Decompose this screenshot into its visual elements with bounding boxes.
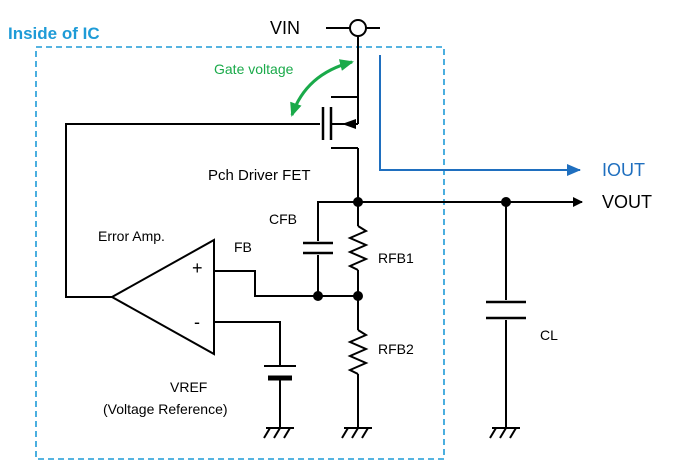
ground-icon — [489, 427, 520, 439]
vref-desc-label: (Voltage Reference) — [103, 401, 228, 417]
vin-terminal — [326, 19, 380, 97]
cl-label: CL — [540, 327, 558, 343]
gate-voltage-label: Gate voltage — [214, 61, 294, 77]
error-amplifier — [109, 238, 215, 356]
pch-driver-fet — [321, 96, 359, 202]
ic-label: Inside of IC — [8, 24, 100, 43]
rfb2-label: RFB2 — [378, 341, 414, 357]
fet-body-arrow — [342, 119, 356, 129]
gate-wire — [65, 123, 320, 298]
error-amp-label: Error Amp. — [98, 228, 165, 244]
fb-wire — [214, 270, 358, 297]
iout-label: IOUT — [602, 160, 645, 180]
cl-capacitor — [486, 202, 526, 428]
cfb-capacitor — [303, 201, 358, 296]
fb-label: FB — [234, 239, 252, 255]
rfb2-resistor — [347, 296, 369, 428]
vin-label: VIN — [270, 18, 300, 38]
vout-label: VOUT — [602, 192, 652, 212]
ic-boundary — [35, 46, 445, 460]
ground-icon — [341, 427, 372, 439]
fet-label: Pch Driver FET — [208, 167, 311, 184]
ground-icon — [263, 427, 294, 439]
rfb1-resistor — [347, 202, 369, 296]
amp-plus-label: + — [192, 258, 203, 278]
iout-current-path — [379, 55, 581, 176]
vref-source — [214, 321, 296, 428]
gate-voltage-arrow — [290, 59, 354, 117]
cfb-label: CFB — [269, 211, 297, 227]
amp-minus-label: - — [194, 312, 200, 332]
rfb1-label: RFB1 — [378, 250, 414, 266]
vref-label: VREF — [170, 379, 207, 395]
